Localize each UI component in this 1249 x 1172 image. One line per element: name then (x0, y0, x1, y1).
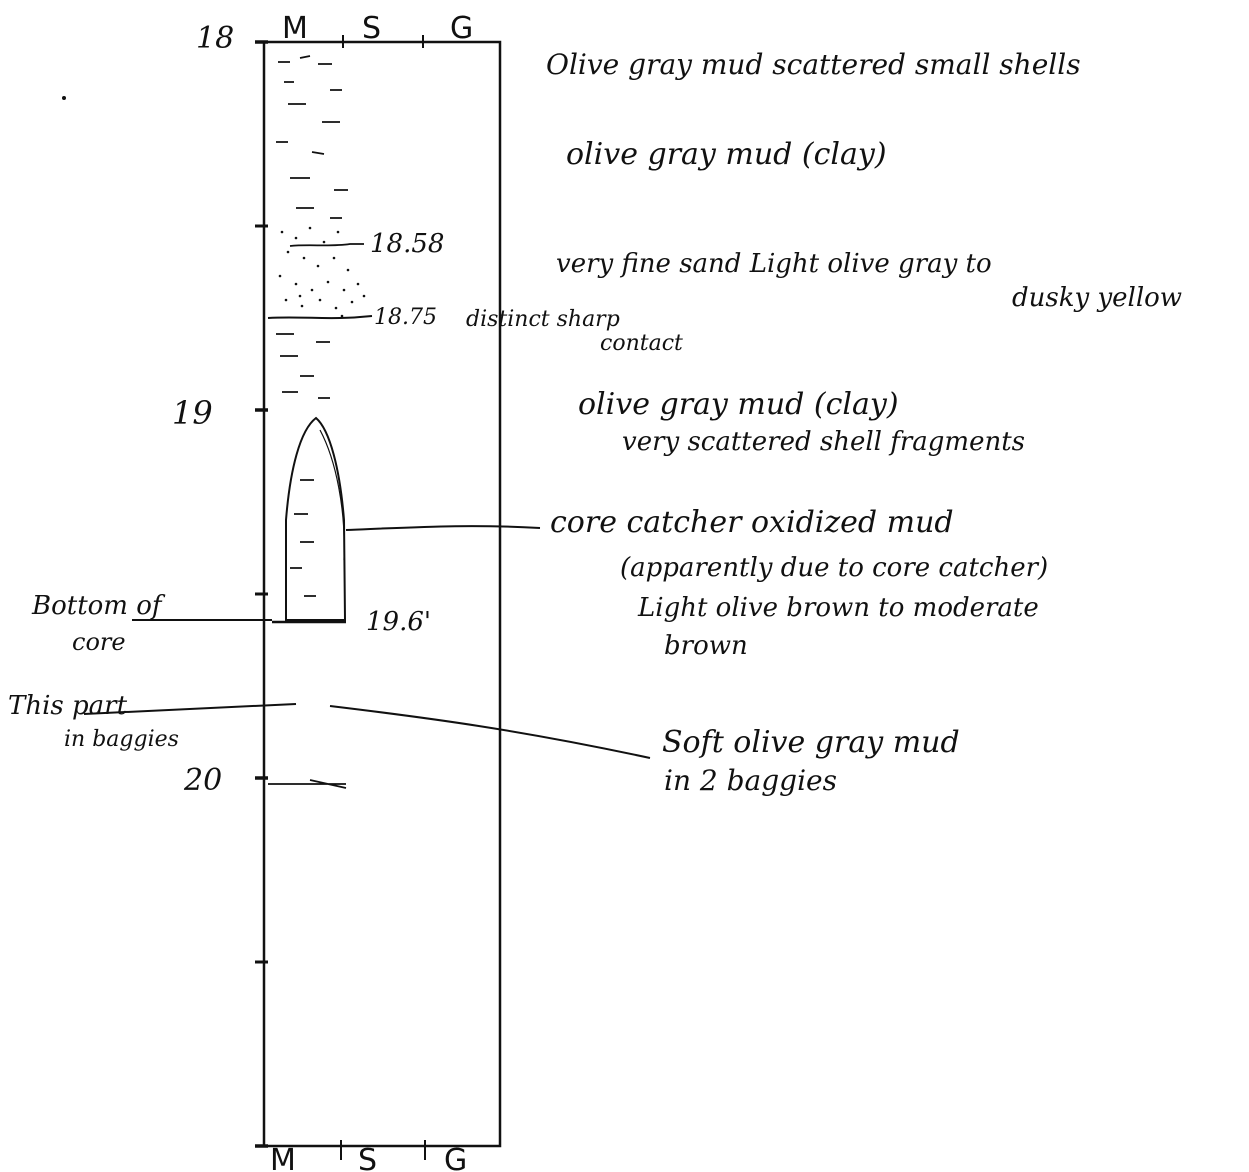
stray-dot (62, 96, 66, 100)
column-header-sand-bottom: S (358, 1143, 377, 1172)
depth-mark-18-58: 18.58 (370, 229, 444, 259)
description-4-line1: olive gray mud (clay) (578, 387, 899, 422)
core-catcher-mud-symbols (290, 480, 316, 596)
depth-ticks (255, 42, 268, 1146)
baggies-note-line2: in baggies (64, 727, 179, 752)
depth-20-mark (268, 780, 346, 788)
column-header-gravel-bottom: G (444, 1143, 467, 1172)
core-catcher-leader (346, 526, 540, 530)
description-2-line1: olive gray mud (clay) (566, 137, 887, 172)
description-5-line3: Light olive brown to moderate (637, 593, 1039, 623)
column-header-mud-bottom: M (270, 1143, 296, 1172)
baggies-note-line1: This part (8, 691, 128, 721)
mud-symbols-middle (276, 334, 330, 398)
description-1-line1: Olive gray mud scattered small shells (546, 48, 1081, 81)
depth-label-20: 20 (183, 763, 222, 798)
description-3-line2: dusky yellow (1012, 283, 1182, 313)
description-6-line1: Soft olive gray mud (662, 725, 960, 760)
description-4-line2: very scattered shell fragments (622, 427, 1025, 457)
column-header-gravel-top: G (450, 11, 473, 46)
description-6-line2: in 2 baggies (664, 764, 837, 797)
contact-line-18-58 (290, 244, 364, 246)
description-3-line1: very fine sand Light olive gray to (556, 249, 992, 279)
column-header-sand-top: S (362, 11, 381, 46)
bottom-of-core-note-line2: core (72, 628, 126, 656)
contact-line-18-75 (268, 316, 372, 318)
sand-stipple (279, 227, 366, 318)
mud-symbols-upper (276, 56, 348, 218)
description-5-line2: (apparently due to core catcher) (620, 553, 1048, 583)
baggie-leader-right (330, 706, 650, 758)
depth-label-19: 19 (172, 394, 213, 432)
bottom-of-core-note-line1: Bottom of (31, 591, 166, 621)
contact-note-line1: distinct sharp (466, 307, 620, 332)
depth-mark-18-75: 18.75 (374, 305, 437, 330)
depth-label-18: 18 (196, 21, 234, 56)
depth-mark-19-6: 19.6' (366, 607, 431, 637)
column-header-mud-top: M (282, 11, 308, 46)
core-catcher-outline (286, 418, 345, 620)
contact-note-line2: contact (600, 331, 683, 356)
description-5-line4: brown (664, 631, 748, 661)
description-5-line1: core catcher oxidized mud (550, 505, 954, 540)
